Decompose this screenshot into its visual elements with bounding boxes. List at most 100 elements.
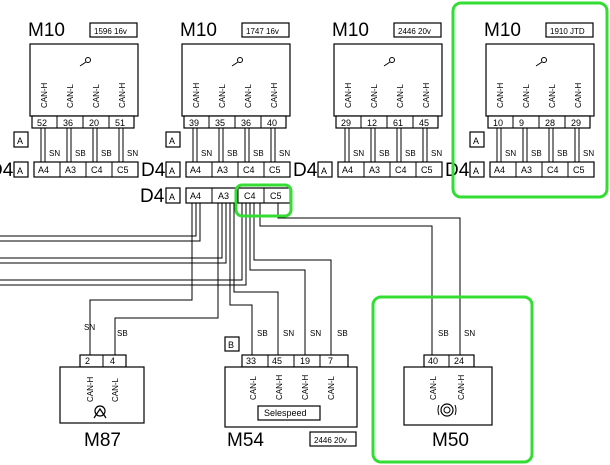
m54-label: Selespeed xyxy=(264,408,307,418)
m10-ref: 2446 20v xyxy=(398,27,431,36)
m10-signal: CAN-L xyxy=(548,83,557,108)
m87-name: M87 xyxy=(84,430,121,451)
m10-d4-pin: A3 xyxy=(521,165,532,175)
m10-d4-pin: C5 xyxy=(421,165,433,175)
main-d4-label: D4 xyxy=(140,186,165,207)
main-d4-pin: C5 xyxy=(270,191,282,201)
m10-d4-pin: A3 xyxy=(65,165,76,175)
m10-signal: CAN-H xyxy=(192,82,201,108)
m10-signal: CAN-L xyxy=(218,83,227,108)
highlight-m10-jtd xyxy=(451,1,609,199)
main-d4-pin: A3 xyxy=(218,191,229,201)
m10-d4-label: D4 xyxy=(0,160,14,181)
m54-label-box xyxy=(257,405,321,421)
m10-pin: 39 xyxy=(189,118,199,128)
m87-pin: 2 xyxy=(85,356,90,366)
m10-wire-label: SN xyxy=(127,149,138,158)
m54-name: M54 xyxy=(227,430,264,451)
m54-signal: CAN-H xyxy=(301,374,310,400)
abs-icon xyxy=(437,403,457,417)
m54-signal: CAN-L xyxy=(327,375,336,400)
m54-wire-label: SN xyxy=(310,329,321,338)
key-icon xyxy=(79,57,91,67)
m10-ref: 1747 16v xyxy=(246,27,279,36)
m10-ref: 1596 16v xyxy=(94,27,127,36)
m10-ref: 1910 JTD xyxy=(550,27,585,36)
main-d4-pin: A4 xyxy=(190,191,201,201)
module-m50: SB SN 40 24 CAN-L CAN-H M50 xyxy=(403,329,493,451)
m10-signal: CAN-H xyxy=(118,82,127,108)
m54-pin: 19 xyxy=(300,356,310,366)
m10-wire-label: SN xyxy=(201,149,212,158)
m10-d4-label: D4 xyxy=(445,160,470,181)
m10-wire-label: SN xyxy=(49,149,60,158)
m54-signal: CAN-L xyxy=(249,375,258,400)
m10-d4-pin: A4 xyxy=(190,165,201,175)
m10-d4-pin: C4 xyxy=(243,165,255,175)
m54-wire-label: SN xyxy=(283,329,294,338)
can-bus-harness xyxy=(0,203,461,355)
m87-signal: CAN-H xyxy=(86,376,95,402)
m10-signal: CAN-L xyxy=(92,83,101,108)
m87-wire-label: SN xyxy=(84,323,95,332)
m10-pin: 10 xyxy=(493,118,503,128)
m10-pin: 52 xyxy=(37,118,47,128)
m10-pin: 12 xyxy=(367,118,377,128)
m50-wire-label: SN xyxy=(464,329,475,338)
main-d4-letter-box xyxy=(165,187,181,204)
m10-pin: 9 xyxy=(519,118,524,128)
key-icon xyxy=(231,57,243,67)
main-d4-pin: C4 xyxy=(244,191,256,201)
m10-ref-box xyxy=(241,22,290,38)
key-icon xyxy=(383,57,395,67)
m10-signal: CAN-H xyxy=(422,82,431,108)
m10-d4-pin: C5 xyxy=(117,165,129,175)
m54-signal: CAN-H xyxy=(275,374,284,400)
m10-ref-box xyxy=(393,22,442,38)
m10-connector-letter-box xyxy=(13,131,29,148)
m10-d4-label: D4 xyxy=(293,160,318,181)
m10-pin: 36 xyxy=(63,118,73,128)
m10-wire-label: SB xyxy=(531,149,542,158)
m10-body xyxy=(485,43,595,117)
m10-d4-letter-box xyxy=(469,161,485,178)
highlight-boxes xyxy=(234,1,609,464)
m10-d4-pin: A3 xyxy=(217,165,228,175)
airbag-icon xyxy=(93,405,107,419)
m10-signal: CAN-H xyxy=(40,82,49,108)
m50-signal: CAN-L xyxy=(429,375,438,400)
m50-wire-label: SB xyxy=(438,329,449,338)
m10-signal: CAN-H xyxy=(574,82,583,108)
m10-wire-label: SB xyxy=(253,149,264,158)
m54-wire-label: SB xyxy=(257,329,268,338)
m10-wire-label: SB xyxy=(557,149,568,158)
m54-pin: 33 xyxy=(246,356,256,366)
key-icon xyxy=(535,57,547,67)
m10-d4-letter: A xyxy=(17,166,23,176)
m10-wire-label: SN xyxy=(431,149,442,158)
m10-pin: 36 xyxy=(241,118,251,128)
m10-wire-label: SB xyxy=(379,149,390,158)
m10-body xyxy=(333,43,443,117)
m54-letter: B xyxy=(228,340,234,350)
m10-name: M10 xyxy=(28,20,65,41)
m10-d4-pin: C4 xyxy=(547,165,559,175)
m10-d4-pin: C5 xyxy=(269,165,281,175)
m87-signal: CAN-L xyxy=(111,377,120,402)
m50-name: M50 xyxy=(432,430,469,451)
m10-d4-pin: A3 xyxy=(369,165,380,175)
m54-letter-box xyxy=(224,336,240,352)
m10-pin: 20 xyxy=(89,118,99,128)
m10-connector-letter: A xyxy=(473,136,479,146)
m10-wire-label: SN xyxy=(505,149,516,158)
m10-connector-letter-box xyxy=(469,131,485,148)
m10-signal: CAN-L xyxy=(370,83,379,108)
m54-ref-box xyxy=(309,431,357,447)
m10-signal: CAN-H xyxy=(344,82,353,108)
m50-signal: CAN-H xyxy=(457,374,466,400)
m54-pin: 7 xyxy=(328,356,333,366)
